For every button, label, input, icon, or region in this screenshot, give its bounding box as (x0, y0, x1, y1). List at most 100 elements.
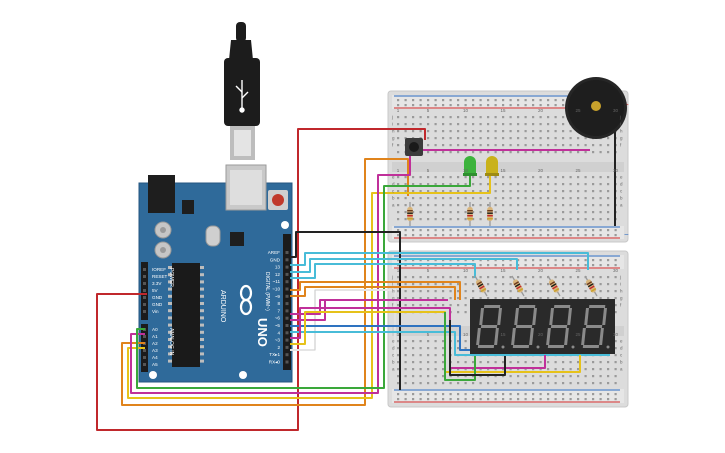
row-letter: h (392, 129, 395, 134)
power-pin-label: 3.3V (152, 281, 162, 286)
resistor-led-green[interactable] (467, 202, 473, 226)
usb-icon (235, 80, 249, 113)
digital-pin-label: 12 (275, 272, 281, 277)
power-pin-label: IOREF (152, 267, 166, 272)
row-letter: j (391, 275, 393, 280)
row-letter: j (619, 115, 621, 120)
column-number: 30 (613, 268, 619, 273)
power-pin-label: Vin (152, 309, 159, 314)
digital-header (283, 234, 291, 370)
seven-segment-display[interactable] (470, 299, 615, 354)
row-letter: b (392, 360, 395, 365)
resistor-digit-4[interactable] (584, 275, 598, 297)
row-letter: f (620, 143, 622, 148)
column-number: 10 (463, 268, 469, 273)
wire-orange-a[interactable] (121, 158, 409, 406)
row-letter: e (392, 339, 395, 344)
wire-cyan-b[interactable] (290, 258, 518, 273)
digital-pin-label: 4 (277, 330, 280, 335)
wire-green-a[interactable] (136, 172, 471, 389)
usb-cable[interactable] (224, 22, 260, 160)
digital-pin-label: 8 (277, 301, 280, 306)
resistor-button[interactable] (407, 202, 413, 226)
power-header-label: POWER (168, 268, 174, 287)
row-letter: d (620, 346, 623, 351)
wire-green-b[interactable] (444, 312, 476, 381)
row-letter: d (392, 346, 395, 351)
row-letter: e (620, 339, 623, 344)
analog-header-label: ANALOG IN (168, 328, 174, 356)
row-letter: d (392, 182, 395, 187)
arduino-logo-icon (239, 284, 253, 316)
digital-header-label: DIGITAL (PWM~) (264, 272, 270, 311)
wire-cyan-a[interactable] (290, 252, 589, 270)
digital-pin-label: ~10 (272, 287, 280, 292)
column-number: 5 (427, 268, 430, 273)
row-letter: h (620, 129, 623, 134)
column-number: 25 (575, 268, 581, 273)
wire-orange-b[interactable] (290, 281, 461, 300)
column-number: 25 (575, 108, 581, 113)
row-letter: c (620, 353, 623, 358)
wire-cyan-c[interactable] (290, 263, 476, 279)
board-brand-label: UNO (255, 318, 270, 347)
digital-pin-label: AREF (268, 250, 280, 255)
column-number: 20 (538, 268, 544, 273)
wire-magenta-d[interactable] (290, 307, 546, 369)
row-letter: a (620, 203, 623, 208)
led-green[interactable] (463, 156, 477, 176)
power-pin-label: RESET (152, 274, 168, 279)
wire-black-b[interactable] (449, 320, 506, 376)
column-number: 1 (397, 332, 400, 337)
row-letter: i (620, 282, 621, 287)
row-letter: i (620, 122, 621, 127)
reset-button[interactable] (272, 194, 284, 206)
resistor-digit-2[interactable] (511, 275, 525, 297)
wire-black-gnd[interactable] (290, 231, 401, 390)
wire-red-5v[interactable] (96, 128, 426, 431)
column-number: 20 (538, 332, 544, 337)
power-pin-label: GND (152, 295, 163, 300)
analog-pin-label: A0 (152, 327, 158, 332)
resistor-led-yellow[interactable] (487, 202, 493, 226)
column-number: 5 (427, 108, 430, 113)
resistor-digit-1[interactable] (474, 275, 488, 297)
digital-pin-label: 2 (277, 345, 280, 350)
arduino-uno-board[interactable]: UNO ARDUINO DIGITAL (PWM~) POWER ANALOG … (138, 164, 293, 383)
board-model-label: ARDUINO (219, 290, 226, 323)
row-letter: c (620, 189, 623, 194)
wire-magenta-c[interactable] (290, 300, 326, 321)
display-digit (476, 305, 505, 349)
column-number: 25 (575, 168, 581, 173)
pushbutton[interactable] (405, 138, 423, 156)
wire-cyan-d[interactable] (290, 331, 610, 356)
row-letter: g (392, 136, 395, 141)
atmega-chip (172, 263, 200, 367)
column-number: 10 (463, 332, 469, 337)
digital-pin-label: 13 (275, 265, 281, 270)
row-letter: g (392, 296, 395, 301)
column-number: 20 (538, 108, 544, 113)
digital-pin-label: ~6 (275, 316, 281, 321)
analog-pin-label: A3 (152, 348, 158, 353)
buzzer-hole-icon (591, 101, 601, 111)
led-yellow[interactable] (485, 156, 499, 176)
row-letter: c (392, 189, 395, 194)
row-letter: f (392, 143, 394, 148)
resistor-digit-3[interactable] (547, 275, 561, 297)
column-number: 25 (575, 332, 581, 337)
dc-power-jack (148, 175, 175, 213)
piezo-buzzer[interactable] (565, 77, 627, 139)
display-digit (581, 305, 610, 349)
row-letter: g (620, 136, 623, 141)
column-number: 1 (397, 268, 400, 273)
digital-pin-label: TX▸1 (269, 352, 280, 357)
column-number: 10 (463, 168, 469, 173)
row-letter: b (620, 360, 623, 365)
analog-pin-label: A1 (152, 334, 158, 339)
column-number: 30 (613, 168, 619, 173)
wire-yellow-a[interactable] (127, 170, 491, 399)
wire-orange-c[interactable] (290, 286, 456, 300)
digital-pin-label: GND (270, 257, 281, 262)
